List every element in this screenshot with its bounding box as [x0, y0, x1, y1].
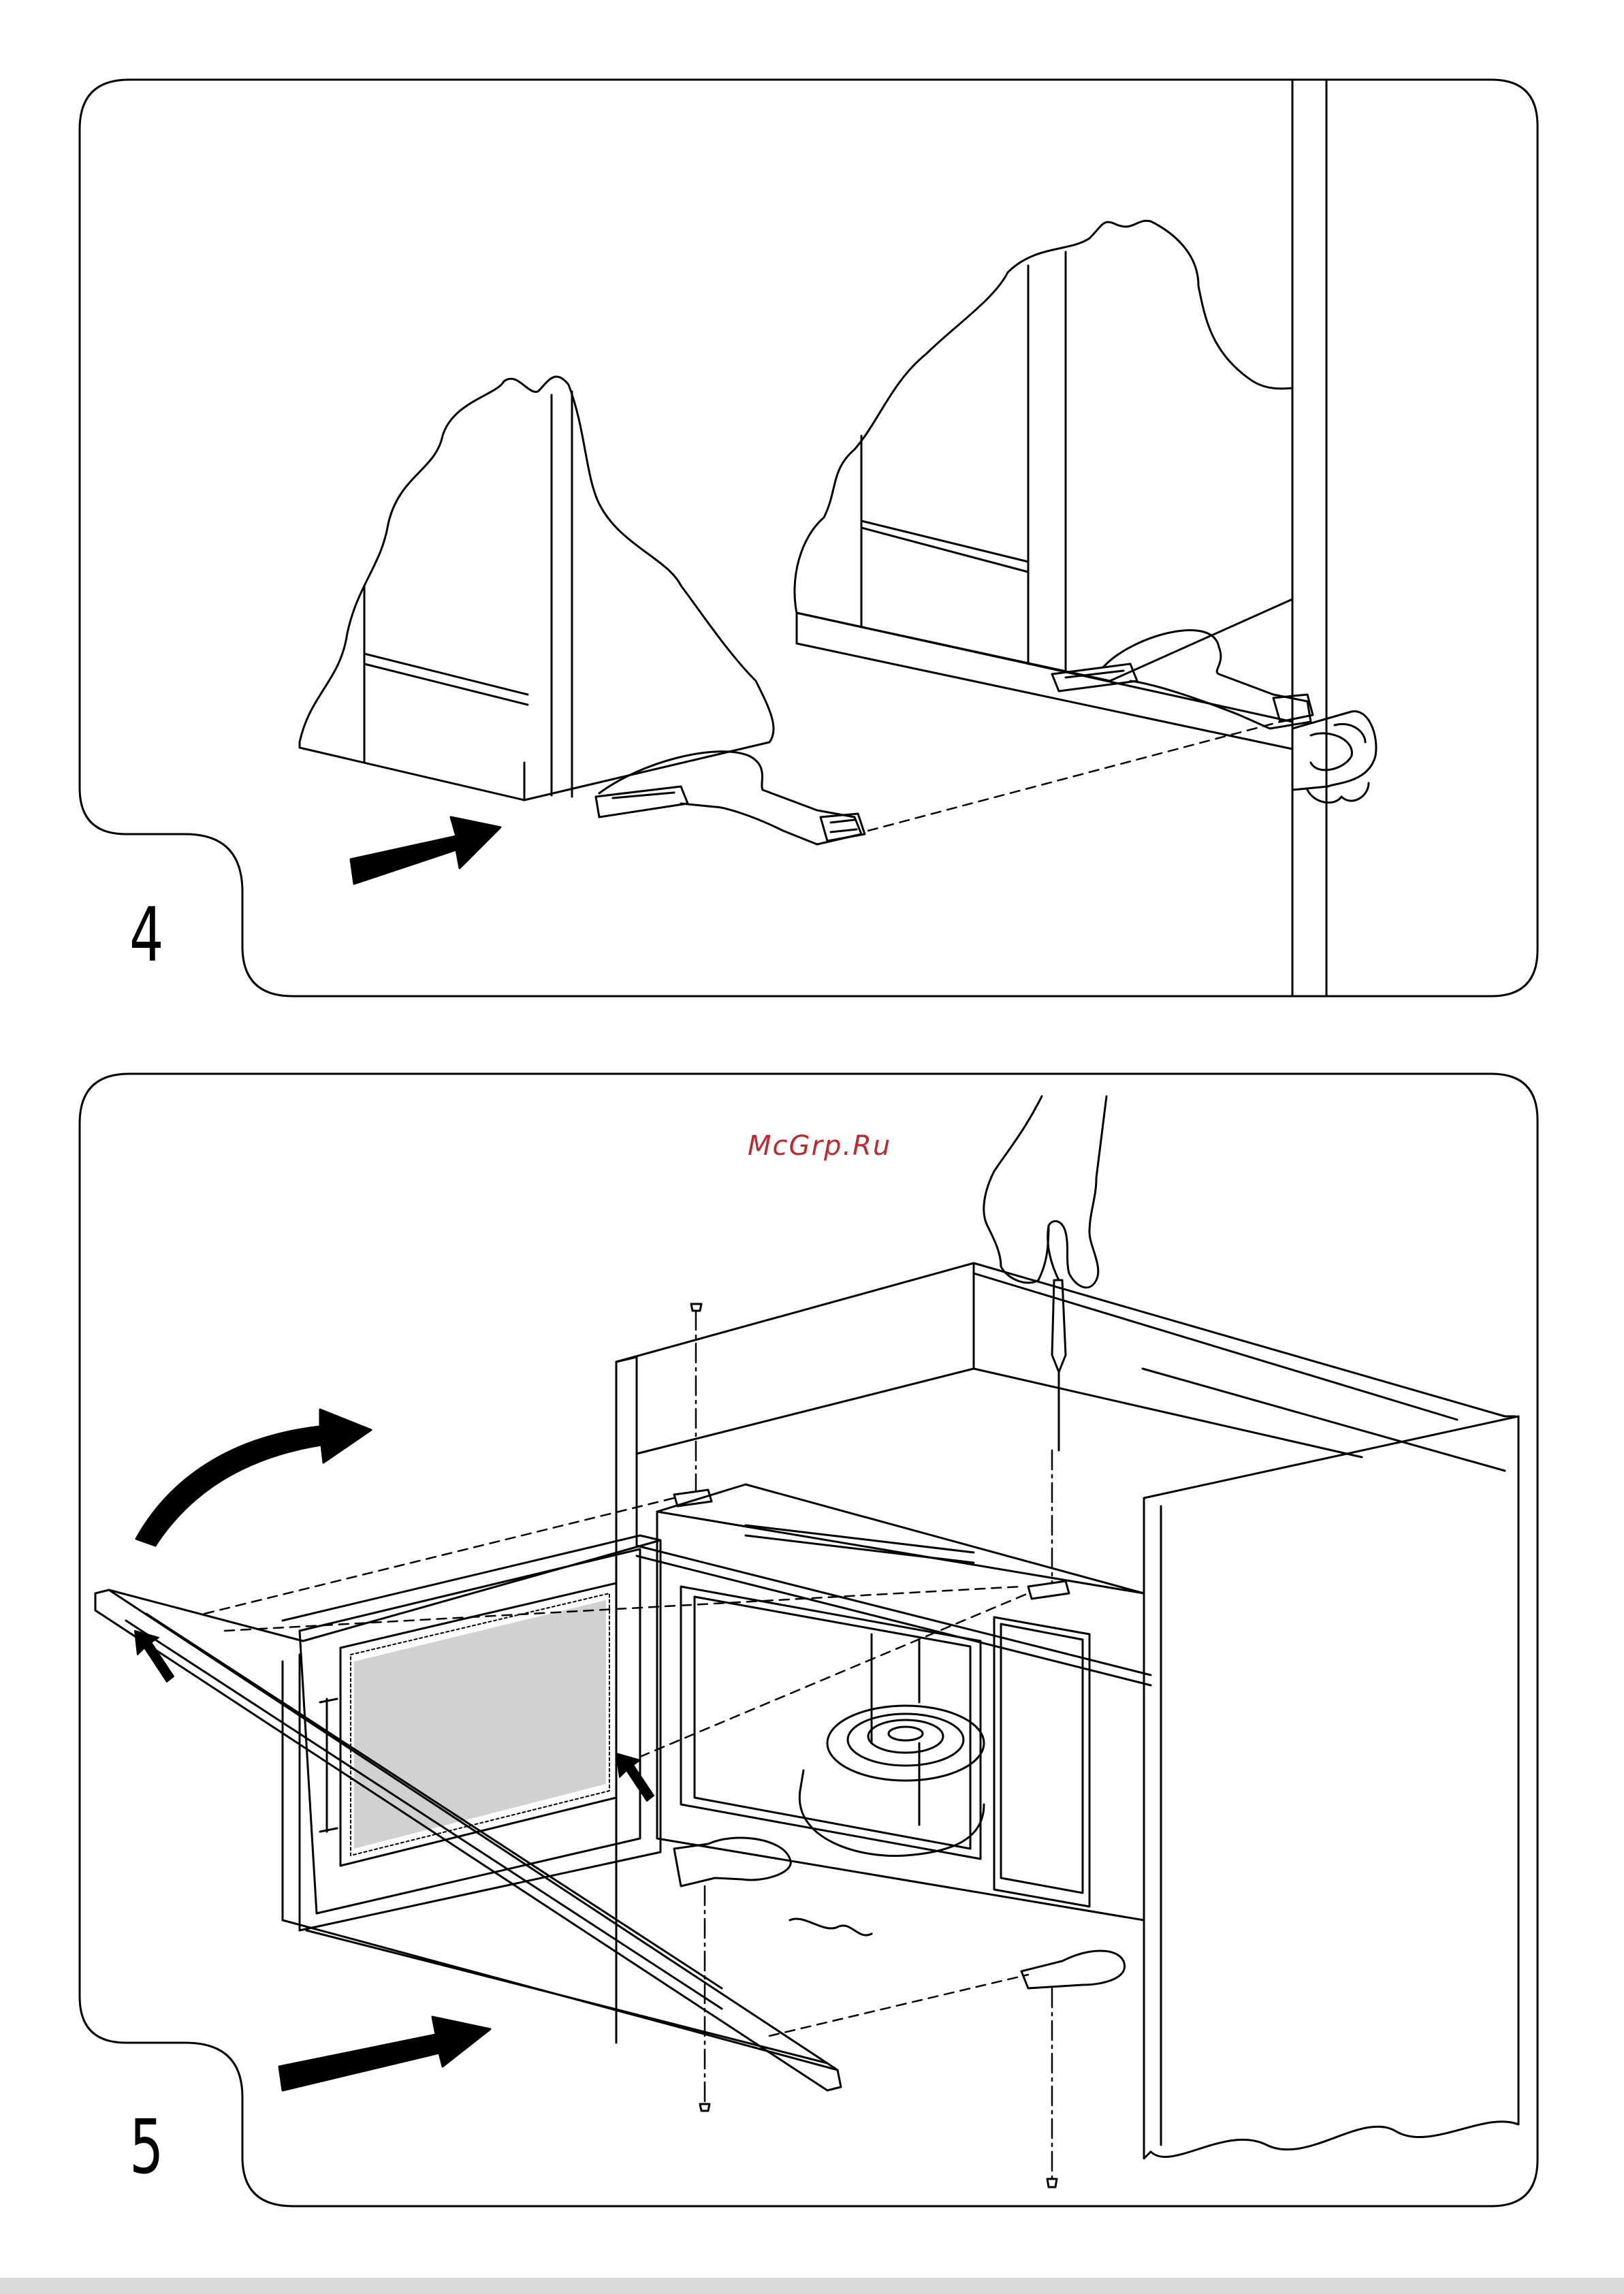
- alignment-dashed-line: [868, 722, 1280, 831]
- step-number-5: 5: [129, 2109, 163, 2184]
- left-cabinet-fragment: [300, 377, 774, 800]
- step-number-4: 4: [129, 897, 163, 972]
- microwave-oven: [657, 1484, 1144, 1920]
- wall-cabinet: [616, 1263, 1518, 2158]
- left-hinge-bracket: [596, 752, 865, 844]
- hand-with-screwdriver: [984, 1096, 1106, 1450]
- right-arrow-icon: [279, 2017, 490, 2090]
- right-arrow-icon: [351, 817, 500, 884]
- watermark-text: McGrp.Ru: [748, 1130, 891, 1162]
- up-arrow-icon: [616, 1753, 654, 1801]
- wood-strip-end: [1292, 712, 1376, 803]
- side-wall: [1292, 80, 1326, 996]
- up-arrow-icon: [135, 1631, 174, 1682]
- footer-bar: [0, 2278, 1624, 2294]
- curved-arrow-icon: [136, 1409, 371, 1546]
- right-hinge-bracket: [1052, 631, 1313, 729]
